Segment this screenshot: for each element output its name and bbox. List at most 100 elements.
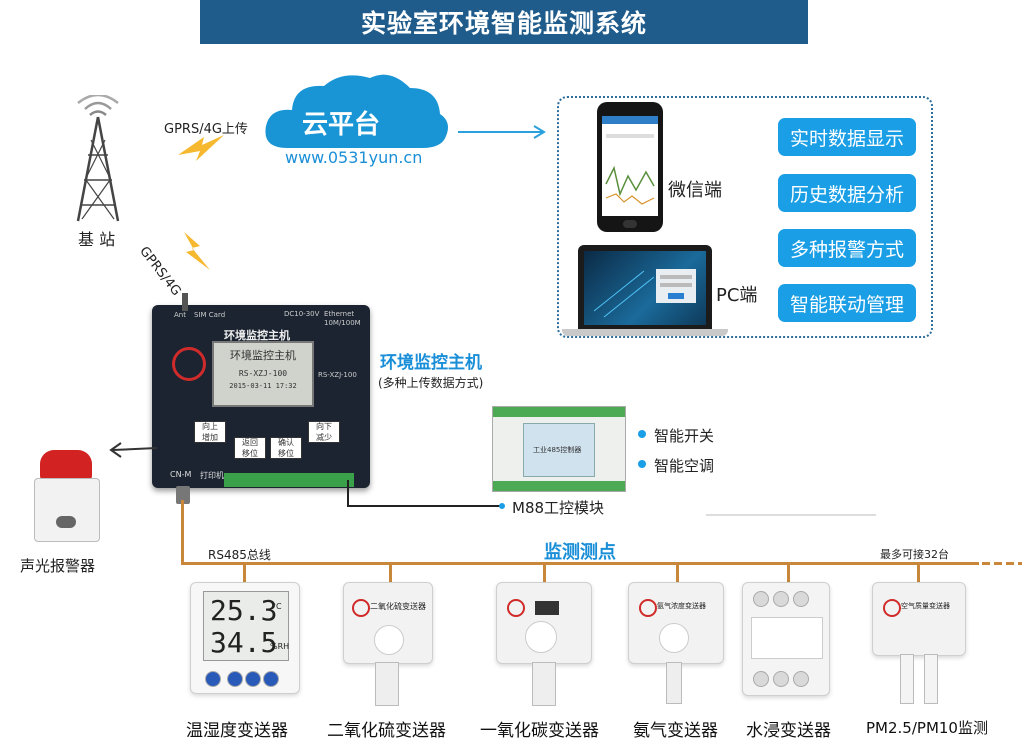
pm-probe-1 bbox=[900, 654, 914, 704]
host-eth-label: Ethernet bbox=[324, 310, 355, 318]
th-button-2[interactable] bbox=[227, 671, 243, 687]
gprs-upload-label: GPRS/4G上传 bbox=[164, 122, 248, 137]
bus-drop-5 bbox=[787, 564, 790, 582]
sensor-label-th: 温湿度变送器 bbox=[186, 721, 288, 741]
feature-linkage-management[interactable]: 智能联动管理 bbox=[778, 284, 916, 322]
th-button-3[interactable] bbox=[245, 671, 261, 687]
btn-up-top: 向上 bbox=[202, 422, 218, 431]
laptop-base bbox=[562, 329, 728, 336]
pm-transmitter-device: 空气质量变送器 bbox=[872, 582, 966, 656]
th-transmitter-device: 25.3 °C 34.5 %RH bbox=[190, 582, 300, 694]
co-transmitter-device bbox=[496, 582, 592, 664]
host-button-back[interactable]: 返回移位 bbox=[234, 437, 266, 459]
logo-icon-so2 bbox=[352, 599, 370, 617]
client-panel bbox=[557, 96, 933, 338]
alarm-device bbox=[34, 450, 100, 542]
tower-icon bbox=[76, 95, 120, 222]
host-model-label: RS-XZJ-100 bbox=[318, 371, 357, 379]
host-device: Ant SIM Card DC10-30V Ethernet 10M/100M … bbox=[152, 293, 370, 488]
laptop-icon bbox=[578, 245, 712, 329]
sensor-window-nh3 bbox=[659, 623, 689, 653]
feature-history-analysis[interactable]: 历史数据分析 bbox=[778, 174, 916, 212]
gprs-diagonal-label: GPRS/4G bbox=[136, 244, 184, 299]
water-leak-panel bbox=[751, 617, 823, 659]
tower-label: 基 站 bbox=[78, 230, 116, 249]
btn-up-bottom: 增加 bbox=[202, 433, 218, 442]
feature-realtime-display[interactable]: 实时数据显示 bbox=[778, 118, 916, 156]
sensor-label-water: 水浸变送器 bbox=[746, 721, 831, 741]
lightning-icon-2 bbox=[184, 232, 210, 270]
th-button-4[interactable] bbox=[263, 671, 279, 687]
module-underline bbox=[706, 514, 876, 516]
host-ant-label: Ant bbox=[174, 311, 186, 319]
sensor-label-so2: 二氧化硫变送器 bbox=[327, 721, 446, 741]
terminal-screw bbox=[773, 671, 789, 687]
rs485-bus bbox=[181, 562, 979, 565]
bus-drop-2 bbox=[389, 564, 392, 582]
sensor-window bbox=[374, 625, 404, 655]
nh3-transmitter-device: 氨气浓度变送器 bbox=[628, 582, 724, 664]
lightning-icon bbox=[178, 135, 224, 161]
bullet-icon bbox=[638, 430, 646, 438]
cloud-icon bbox=[265, 74, 448, 148]
bus-drop-host bbox=[181, 500, 184, 564]
phone-icon bbox=[597, 102, 663, 232]
btn-back-top: 返回 bbox=[242, 438, 258, 447]
btn-confirm-top: 确认 bbox=[278, 438, 294, 447]
cloud-url[interactable]: www.0531yun.cn bbox=[285, 148, 423, 167]
terminal-block bbox=[224, 473, 354, 487]
bus-drop-4 bbox=[676, 564, 679, 582]
wechat-label: 微信端 bbox=[668, 180, 722, 201]
th-hum-value: 34.5 bbox=[210, 626, 278, 659]
host-subtitle: (多种上传数据方式) bbox=[378, 376, 484, 390]
logo-icon-co bbox=[507, 599, 525, 617]
bus-drop-1 bbox=[243, 564, 246, 582]
module-label: M88工控模块 bbox=[512, 499, 605, 517]
so2-cable-gland bbox=[375, 662, 399, 706]
host-eth-speed: 10M/100M bbox=[324, 319, 361, 327]
host-printer-label: 打印机 bbox=[200, 471, 224, 480]
terminal-screw bbox=[753, 671, 769, 687]
host-dc-label: DC10-30V bbox=[284, 310, 320, 318]
feature-alarm-methods[interactable]: 多种报警方式 bbox=[778, 229, 916, 267]
host-to-module-line bbox=[347, 480, 505, 509]
btn-back-bottom: 移位 bbox=[242, 449, 258, 458]
lcd-line-2: RS-XZJ-100 bbox=[238, 369, 288, 378]
bus-drop-3 bbox=[543, 564, 546, 582]
host-sim-label: SIM Card bbox=[194, 311, 226, 319]
host-button-up[interactable]: 向上增加 bbox=[194, 421, 226, 443]
th-button-1[interactable] bbox=[205, 671, 221, 687]
btn-down-bottom: 减少 bbox=[316, 433, 332, 442]
co-display bbox=[535, 601, 559, 615]
module-device-text: 工业485控制器 bbox=[533, 446, 582, 454]
terminal-screw bbox=[793, 671, 809, 687]
host-button-confirm[interactable]: 确认移位 bbox=[270, 437, 302, 459]
host-lcd: 环境监控主机 RS-XZJ-100 2015-03-11 17:32 bbox=[212, 341, 314, 407]
host-cnm-label: CN-M bbox=[170, 470, 192, 479]
btn-confirm-bottom: 移位 bbox=[278, 449, 294, 458]
rs485-bus-extension bbox=[982, 562, 1022, 565]
pm-device-text: 空气质量变送器 bbox=[901, 602, 950, 610]
th-temp-value: 25.3 bbox=[210, 594, 278, 627]
host-device-title: 环境监控主机 bbox=[224, 329, 290, 342]
bullet-icon-2 bbox=[638, 460, 646, 468]
cable-connector bbox=[176, 486, 190, 504]
m88-module-device: 工业485控制器 bbox=[492, 406, 626, 492]
terminal-screw bbox=[793, 591, 809, 607]
th-hum-unit: %RH bbox=[270, 642, 290, 651]
logo-icon-nh3 bbox=[639, 599, 657, 617]
sensor-label-co: 一氧化碳变送器 bbox=[480, 721, 599, 741]
pc-label: PC端 bbox=[716, 285, 758, 306]
bus-drop-6 bbox=[917, 564, 920, 582]
terminal-screw bbox=[773, 591, 789, 607]
so2-transmitter-device: 二氧化硫变送器 bbox=[343, 582, 433, 664]
th-temp-unit: °C bbox=[272, 602, 282, 611]
antenna-icon bbox=[182, 293, 188, 311]
host-button-down[interactable]: 向下减少 bbox=[308, 421, 340, 443]
nh3-device-text: 氨气浓度变送器 bbox=[657, 602, 706, 610]
module-output-ac: 智能空调 bbox=[654, 457, 715, 475]
cloud-label: 云平台 bbox=[302, 110, 381, 140]
module-output-switch: 智能开关 bbox=[654, 427, 715, 445]
arrow-to-alarm bbox=[109, 442, 158, 458]
sensor-label-nh3: 氨气变送器 bbox=[633, 721, 718, 741]
